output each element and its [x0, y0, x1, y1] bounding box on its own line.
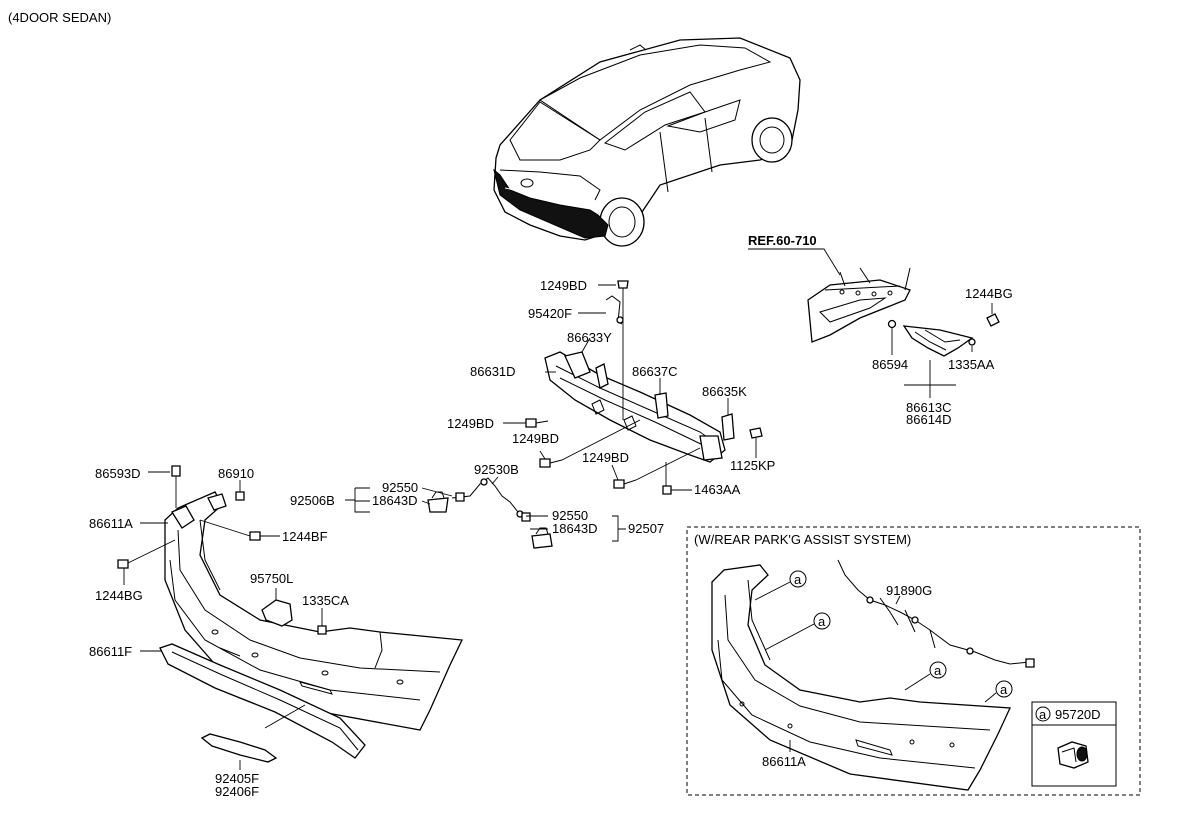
label-1335AA: 1335AA — [948, 357, 995, 372]
label-1244BG-left: 1244BG — [95, 588, 143, 603]
svg-text:a: a — [794, 572, 802, 587]
lamp-harness — [451, 477, 531, 522]
label-95420F: 95420F — [528, 306, 572, 321]
legend-marker-circle — [1035, 706, 1051, 722]
label-1335CA: 1335CA — [302, 593, 349, 608]
label-92506B: 92506B — [290, 493, 335, 508]
park-assist-box — [686, 526, 1141, 796]
label-1249BD-top: 1249BD — [540, 278, 587, 293]
label-86611F: 86611F — [89, 644, 132, 659]
label-86611A: 86611A — [89, 516, 133, 531]
label-92530B: 92530B — [474, 462, 519, 477]
bumper-cover-with-sensors — [711, 564, 1011, 791]
label-92507: 92507 — [628, 521, 664, 536]
park-sensor-harness — [837, 559, 1035, 668]
label-86614D: 86614D — [906, 412, 952, 427]
label-95750L: 95750L — [250, 571, 293, 586]
label-92405F: 92405F — [215, 771, 259, 786]
rear-panel-ref — [807, 267, 911, 343]
park-assist-title: (W/REAR PARK'G ASSIST SYSTEM) — [694, 532, 911, 547]
label-86613C: 86613C — [906, 400, 952, 415]
label-86637C: 86637C — [632, 364, 678, 379]
label-1249BD-low: 1249BD — [582, 450, 629, 465]
rear-bumper-cover — [164, 491, 463, 731]
label-92406F: 92406F — [215, 784, 259, 799]
variant-title: (4DOOR SEDAN) — [8, 10, 111, 25]
label-91890G: 91890G — [886, 583, 932, 598]
sensor-callout-1: a — [754, 570, 807, 601]
label-1249BD-mid: 1249BD — [512, 431, 559, 446]
svg-text:a: a — [934, 663, 942, 678]
label-18643D-a: 18643D — [372, 493, 418, 508]
label-92550-b: 92550 — [552, 508, 588, 523]
ref-label: REF.60-710 — [748, 233, 817, 248]
label-1249BD-left: 1249BD — [447, 416, 494, 431]
sensor-callout-4: a — [984, 680, 1013, 703]
label-86635K: 86635K — [702, 384, 747, 399]
label-1244BG-right: 1244BG — [965, 286, 1013, 301]
label-86611A-box: 86611A — [762, 754, 806, 769]
bumper-lower-trim — [159, 643, 366, 759]
rear-beam-assembly — [544, 351, 735, 463]
sensor-callout-2: a — [764, 612, 831, 651]
label-1125KP: 1125KP — [730, 458, 775, 473]
legend-part: 95720D — [1055, 707, 1101, 722]
side-bracket — [902, 325, 974, 357]
label-1463AA: 1463AA — [694, 482, 741, 497]
label-86593D: 86593D — [95, 466, 141, 481]
svg-text:a: a — [1000, 682, 1008, 697]
legend-marker: a — [1039, 707, 1047, 722]
label-86594: 86594 — [872, 357, 908, 372]
svg-text:a: a — [818, 614, 826, 629]
label-1244BF: 1244BF — [282, 529, 328, 544]
label-18643D-b: 18643D — [552, 521, 598, 536]
sensor-callout-3: a — [904, 661, 947, 691]
label-92550-a: 92550 — [382, 480, 418, 495]
label-86910: 86910 — [218, 466, 254, 481]
label-86631D: 86631D — [470, 364, 516, 379]
parking-sensor-icon — [1057, 741, 1089, 769]
car-illustration — [493, 37, 801, 247]
sensor-legend: a 95720D — [1031, 701, 1117, 787]
label-86633Y: 86633Y — [567, 330, 612, 345]
